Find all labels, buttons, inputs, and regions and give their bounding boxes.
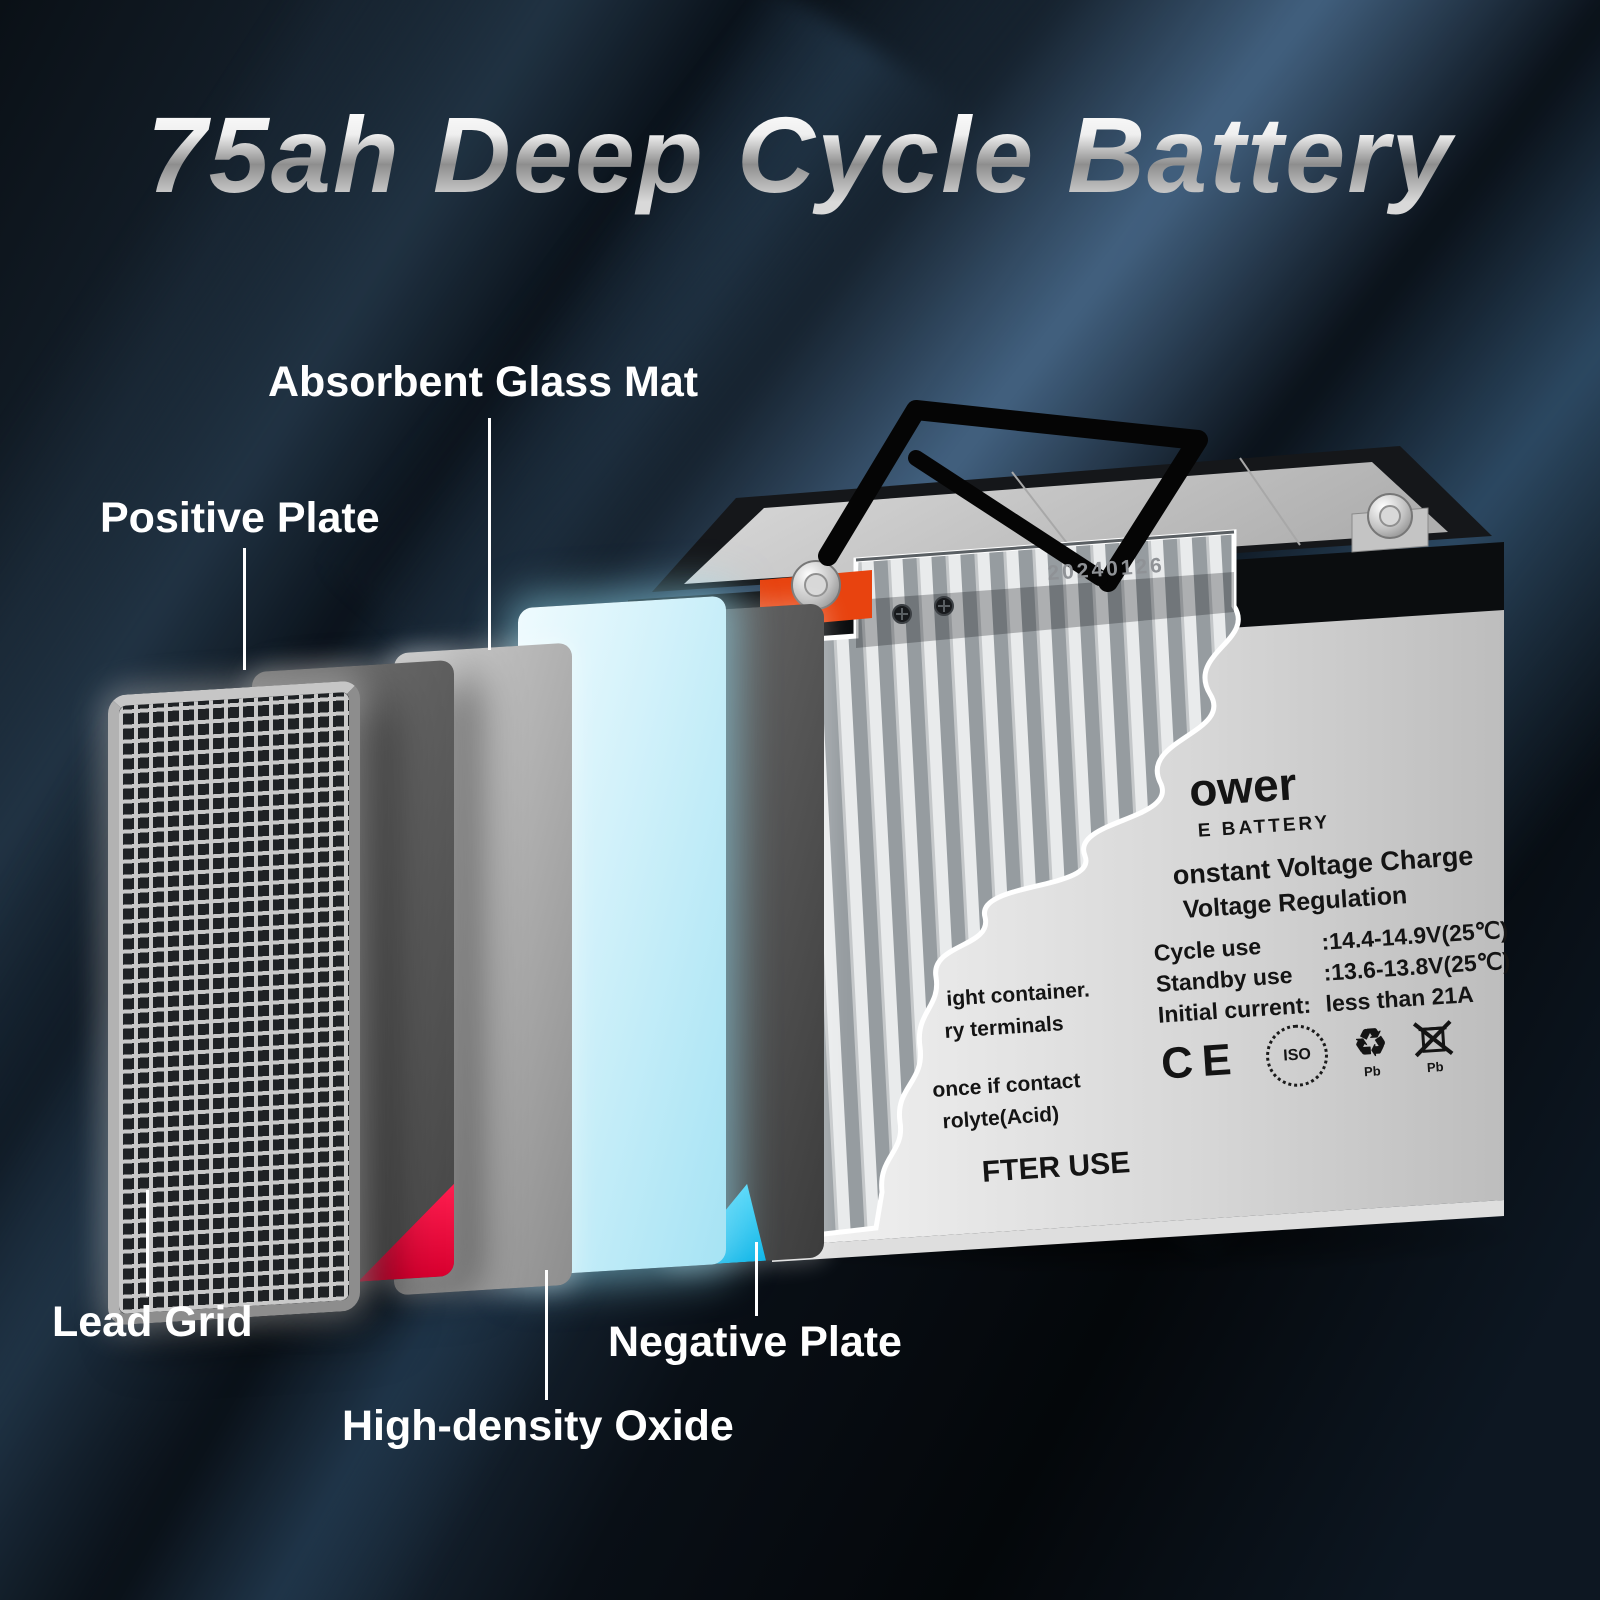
callout-line-positive — [243, 548, 246, 670]
lead-grid-mesh — [119, 691, 349, 1315]
iso-text: ISO — [1282, 1045, 1312, 1065]
callout-line-negative — [755, 1242, 758, 1316]
iso-badge-icon: ISO — [1264, 1022, 1331, 1089]
recycle-pb-icon: ♻ Pb — [1352, 1021, 1390, 1079]
label-positive-plate: Positive Plate — [100, 494, 380, 542]
callout-line-agm — [488, 418, 491, 650]
ce-mark-icon: CE — [1159, 1034, 1242, 1089]
positive-terminal-bolt-center — [804, 573, 828, 597]
brand-subtitle: E BATTERY — [1197, 812, 1331, 842]
label-fragment-terminals: ry terminals — [943, 1012, 1065, 1044]
label-fragment-contact: once if contact — [931, 1069, 1082, 1102]
label-high-density-oxide: High-density Oxide — [342, 1402, 734, 1450]
negative-terminal-bolt-center — [1379, 505, 1401, 527]
spec-table: Cycle use:14.4-14.9V(25℃) Standby use:13… — [1153, 914, 1513, 1030]
page-title: 75ah Deep Cycle Battery — [0, 92, 1600, 217]
spec-value: less than 21A — [1324, 980, 1475, 1017]
label-absorbent-glass-mat: Absorbent Glass Mat — [268, 358, 699, 406]
pb-text: Pb — [1426, 1058, 1445, 1075]
label-fragment-container: ight container. — [945, 978, 1091, 1011]
label-lead-grid: Lead Grid — [52, 1298, 253, 1346]
crossed-bin-pb-icon: Pb — [1412, 1019, 1455, 1075]
positive-plate-red-corner — [358, 1184, 454, 1282]
callout-line-lead-grid — [146, 1190, 149, 1296]
recycle-glyph: ♻ — [1352, 1021, 1389, 1066]
callout-line-oxide — [545, 1270, 548, 1400]
label-fragment-electrolyte: rolyte(Acid) — [941, 1102, 1060, 1134]
label-negative-plate: Negative Plate — [608, 1318, 902, 1366]
crossed-bin-glyph — [1413, 1019, 1454, 1057]
pb-text: Pb — [1363, 1062, 1382, 1079]
brand-name: ower — [1187, 757, 1299, 817]
battery-label: ower E BATTERY onstant Voltage Charge Vo… — [874, 717, 1555, 1249]
charge-heading: onstant Voltage Charge — [1171, 840, 1475, 891]
label-fragment-after-use: FTER USE — [980, 1146, 1132, 1189]
